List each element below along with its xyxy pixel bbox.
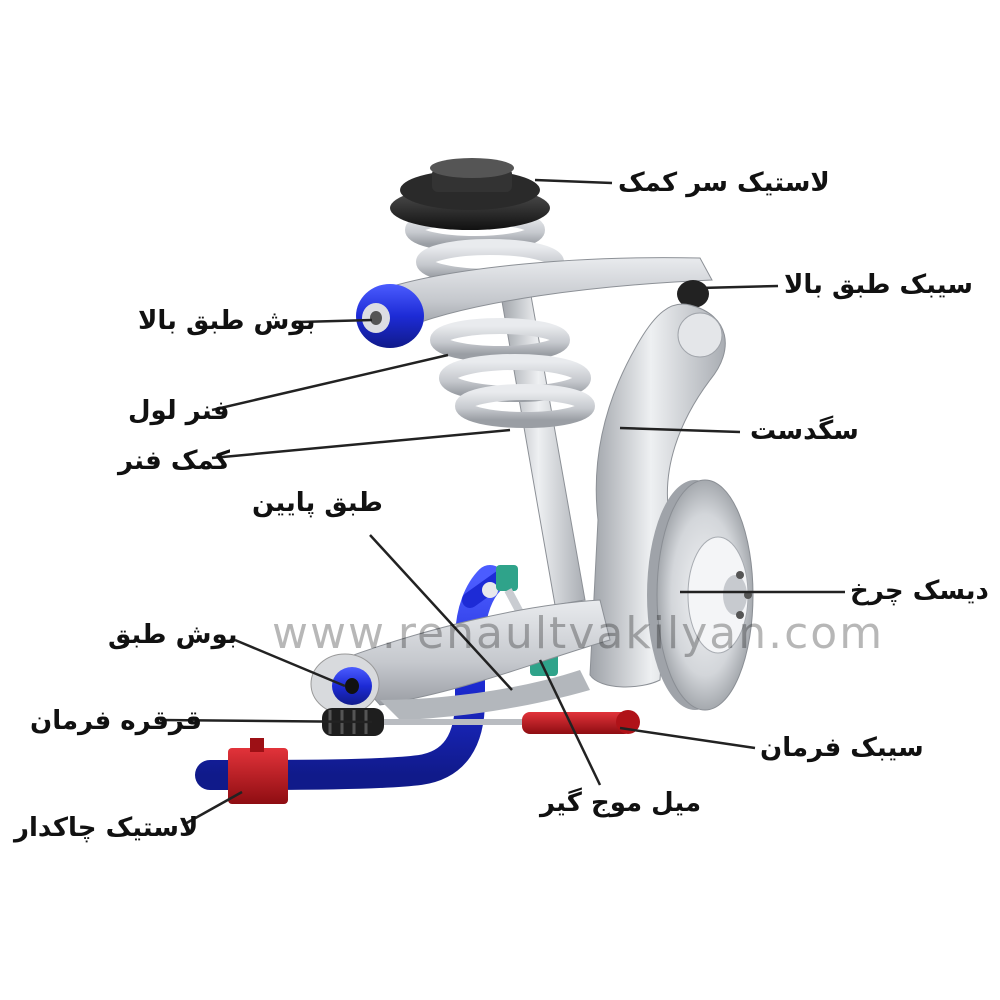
leader-shock-absorber	[211, 428, 511, 460]
label-upper-ball-joint: سیبک طبق بالا	[784, 270, 973, 300]
lower-arm-bushing	[310, 653, 380, 715]
leader-lower-arm	[369, 534, 513, 691]
leader-sway-bar-bushing	[182, 790, 243, 827]
leader-upper-arm-bushing	[299, 318, 373, 324]
label-upper-arm-bushing: بوش طبق بالا	[138, 306, 316, 336]
leader-lines	[159, 178, 845, 827]
label-coil-spring: فنر لول	[128, 396, 230, 426]
label-knuckle: سگدست	[750, 416, 859, 446]
steering-knuckle	[589, 303, 726, 688]
lower-control-arm	[339, 599, 611, 720]
leader-knuckle	[619, 426, 741, 434]
sway-bar-bushing	[228, 738, 288, 804]
leader-upper-ball-joint	[699, 284, 779, 290]
leader-sway-bar-link	[538, 659, 602, 786]
coil-spring	[405, 208, 595, 428]
label-strut-mount: لاستیک سر کمک	[618, 168, 830, 198]
label-brake-disc: دیسک چرخ	[850, 576, 989, 606]
strut-top-mount	[390, 158, 550, 230]
label-steering-rack: قرقره فرمان	[30, 706, 203, 736]
upper-arm-bushing	[356, 284, 424, 348]
label-sway-bar-bushing: لاستیک چاکدار	[14, 813, 199, 843]
watermark: www.renaultvakilyan.com	[272, 608, 885, 659]
leader-coil-spring	[211, 353, 449, 412]
label-tie-rod-end: سیبک فرمان	[760, 733, 924, 763]
tie-rod-end	[522, 710, 640, 734]
label-lower-arm: طبق پایین	[252, 488, 383, 518]
label-shock-absorber: کمک فنر	[118, 446, 231, 476]
leader-tie-rod-end	[619, 726, 756, 750]
label-sway-bar-link: میل موج گیر	[540, 788, 702, 818]
leader-strut-mount	[534, 178, 613, 185]
label-lower-arm-bushing: بوش طبق	[108, 620, 238, 650]
leader-lower-arm-bushing	[234, 638, 346, 688]
brake-disc	[647, 479, 754, 711]
upper-control-arm	[379, 257, 713, 331]
leader-steering-rack	[159, 718, 373, 724]
